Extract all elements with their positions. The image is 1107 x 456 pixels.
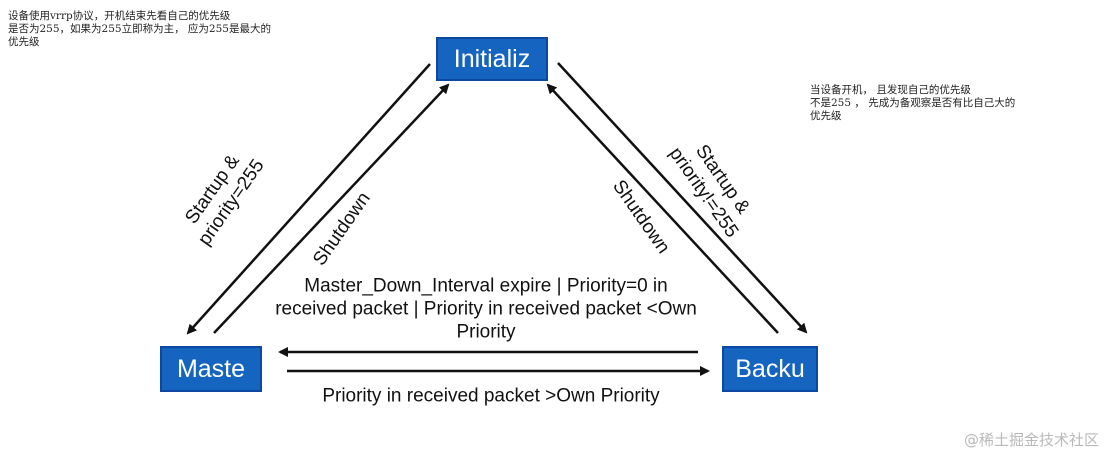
watermark: @稀土掘金技术社区 bbox=[963, 431, 1099, 449]
arrow-shutdown-backup-to-init bbox=[546, 83, 779, 334]
note-right: 当设备开机， 且发现自己的优先级 不是255 ， 先成为备观察是否有比自己大的 … bbox=[810, 84, 1016, 122]
note-left: 设备使用vrrp协议，开机结束先看自己的优先级 是否为255，如果为255立即称… bbox=[8, 10, 271, 48]
label-backup-to-master: Master_Down_Interval expire | Priority=0… bbox=[275, 275, 697, 343]
state-master: Maste bbox=[160, 346, 262, 392]
arrow-startup-to-backup bbox=[557, 62, 808, 334]
arrow-shutdown-master-to-init bbox=[213, 83, 450, 334]
state-initialize: Initializ bbox=[436, 37, 548, 81]
label-master-to-backup: Priority in received packet >Own Priorit… bbox=[322, 385, 660, 407]
arrow-startup-to-master bbox=[186, 63, 431, 335]
state-backup: Backu bbox=[722, 346, 818, 392]
